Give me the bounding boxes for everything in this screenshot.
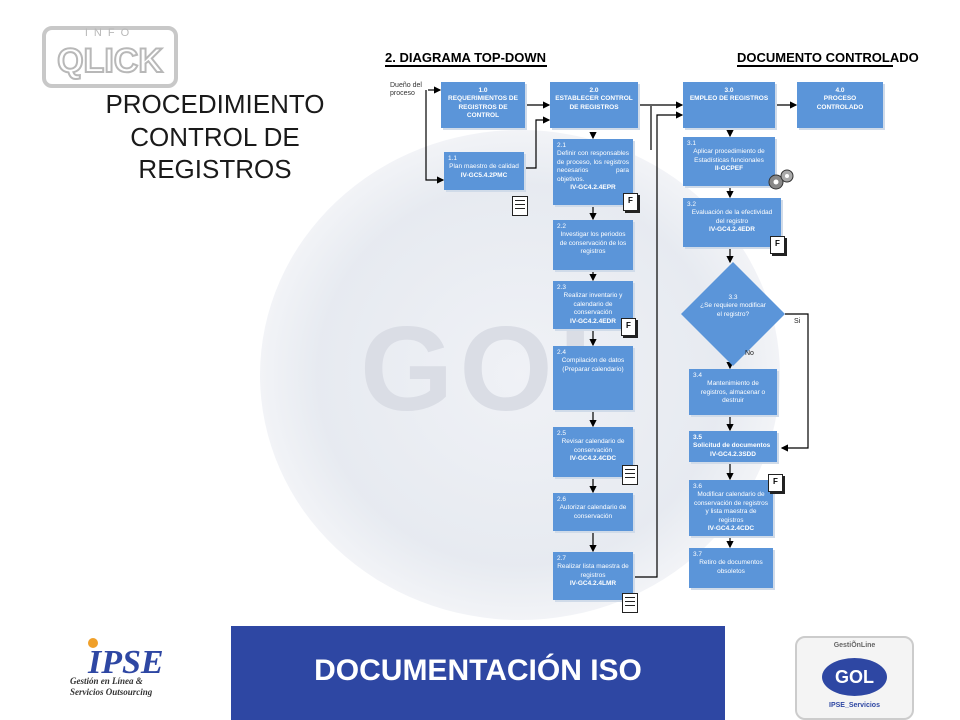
ipse-tagline: Gestión en Línea & Servicios Outsourcing [70, 676, 153, 697]
document-icon [622, 593, 638, 613]
svg-text:IPSE: IPSE [87, 644, 164, 681]
decision-text: 3.3¿Se requiere modificar el registro? [700, 294, 766, 318]
page-title: PROCEDIMIENTO CONTROL DE REGISTROS [105, 89, 325, 184]
document-icon [622, 465, 638, 485]
footer-banner: DOCUMENTACIÓN ISO [231, 626, 725, 720]
form-icon: F [770, 236, 785, 254]
form-icon: F [623, 193, 638, 211]
gol-logo-bottom: IPSE_Servicios [829, 702, 880, 709]
form-icon: F [768, 474, 783, 492]
diagram-title: 2. DIAGRAMA TOP-DOWN [385, 50, 547, 65]
controlled-underline [737, 65, 893, 67]
svg-text:QLICK: QLICK [57, 42, 163, 80]
gol-logo-mid: GOL [822, 658, 887, 696]
ipse-logo: IPSE [87, 638, 164, 681]
decision-3-3 [681, 262, 785, 366]
document-icon [512, 196, 528, 216]
gestion-online-logo: GestiÕnLine GOL IPSE_Servicios [795, 636, 914, 720]
process-owner-label: Dueño del proceso [390, 82, 422, 98]
decision-no-label: No [745, 350, 754, 357]
info-qlick-logo: QLICK INFO [42, 26, 178, 88]
svg-text:INFO: INFO [85, 27, 135, 39]
controlled-document-label: DOCUMENTO CONTROLADO [737, 50, 919, 65]
form-icon: F [621, 318, 636, 336]
gears-icon [768, 169, 794, 190]
decision-yes-label: Si [794, 318, 801, 325]
diagram-title-underline [385, 65, 547, 67]
footer-title: DOCUMENTACIÓN ISO [314, 654, 642, 687]
gol-logo-top: GestiÕnLine [833, 642, 876, 649]
